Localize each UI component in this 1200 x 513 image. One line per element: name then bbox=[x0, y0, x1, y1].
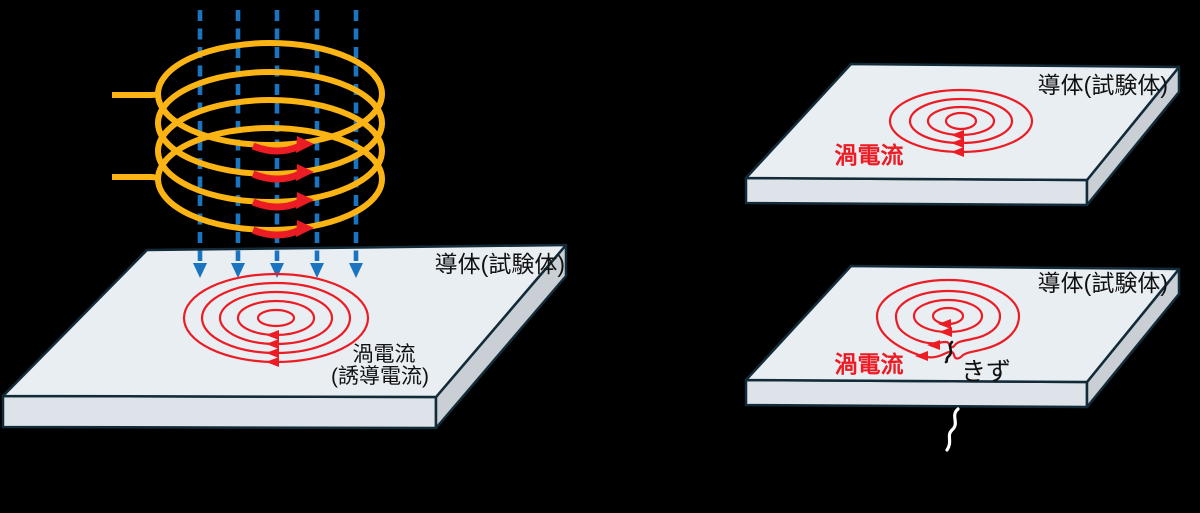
right-bottom-plate-label: 導体(試験体) bbox=[1038, 270, 1168, 296]
current-arrowhead bbox=[296, 192, 314, 209]
eddy-arrowhead bbox=[266, 348, 279, 358]
right-bottom-plate-top-face bbox=[744, 264, 1181, 384]
right-top-eddy-current-rings bbox=[888, 88, 1034, 157]
right-top-eddy-label: 渦電流 bbox=[835, 142, 904, 168]
eddy-arrowhead bbox=[915, 351, 928, 361]
left-test-plate bbox=[1, 243, 568, 430]
current-arrowhead bbox=[296, 220, 314, 237]
coil-lead-bottom bbox=[112, 174, 161, 182]
right-top-plate-label: 導体(試験体) bbox=[1038, 72, 1168, 98]
distorted-ring bbox=[894, 289, 1002, 349]
left-diagram: 導体(試験体) 渦電流 (誘導電流) bbox=[1, 10, 568, 430]
flux-arrowhead bbox=[349, 263, 363, 278]
eddy-arrowhead bbox=[266, 357, 279, 367]
left-plate-label: 導体(試験体) bbox=[435, 251, 565, 277]
coil-turn bbox=[155, 97, 385, 205]
left-eddy-current-rings bbox=[182, 272, 370, 367]
flaw-crack-below-plate bbox=[945, 407, 960, 452]
right-top-plate-front-face bbox=[744, 176, 1089, 207]
eddy-arrowhead bbox=[951, 138, 964, 148]
right-bottom-test-plate bbox=[744, 264, 1181, 409]
right-bottom-eddy-label: 渦電流 bbox=[835, 351, 904, 377]
flaw-crack-mark bbox=[944, 340, 954, 364]
distorted-ring bbox=[875, 278, 1021, 360]
flux-arrowhead bbox=[270, 263, 284, 278]
flux-arrowhead bbox=[231, 263, 245, 278]
flaw-label: きず bbox=[961, 358, 1011, 386]
left-eddy-label-line1: 渦電流 bbox=[353, 343, 416, 366]
right-bottom-plate-front-face bbox=[744, 378, 1089, 409]
coil-current-arrows bbox=[251, 136, 314, 239]
coil-turn bbox=[155, 69, 385, 177]
coil-lead-top bbox=[112, 91, 161, 98]
flux-arrowhead bbox=[310, 263, 324, 278]
left-plate-front-face bbox=[1, 394, 438, 430]
coil-turn bbox=[155, 125, 385, 233]
eddy-arrowhead bbox=[266, 330, 279, 340]
eddy-arrowhead bbox=[266, 339, 279, 349]
left-plate-top-face bbox=[1, 243, 568, 399]
coil-turn bbox=[155, 40, 385, 148]
eddy-arrowhead bbox=[938, 319, 951, 329]
right-top-plate-top-face bbox=[744, 62, 1181, 182]
current-arrowhead bbox=[296, 136, 314, 153]
left-eddy-label-line2: (誘導電流) bbox=[331, 365, 429, 388]
eddy-arrowhead bbox=[939, 327, 952, 337]
excitation-coil bbox=[112, 40, 385, 233]
right-top-diagram: 導体(試験体) 渦電流 bbox=[744, 62, 1181, 207]
current-arrowhead bbox=[296, 164, 314, 181]
eddy-arrowhead bbox=[927, 340, 940, 350]
eddy-arrowhead bbox=[951, 130, 964, 140]
flux-arrowhead bbox=[193, 263, 207, 278]
right-bottom-eddy-current-rings bbox=[875, 278, 1021, 361]
magnetic-flux-arrows bbox=[193, 10, 363, 278]
right-bottom-diagram: 導体(試験体) 渦電流 きず bbox=[744, 264, 1181, 452]
eddy-arrowhead bbox=[951, 147, 964, 157]
right-top-test-plate bbox=[744, 62, 1181, 207]
